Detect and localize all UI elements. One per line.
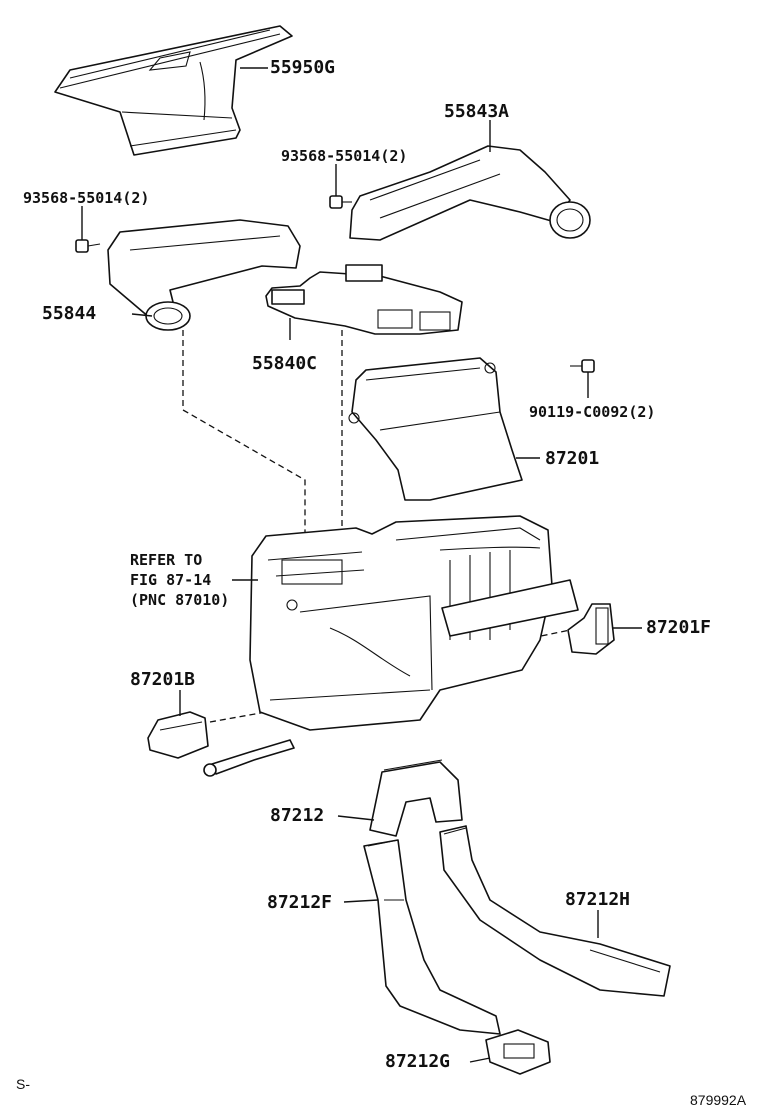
part-55843A-duct[interactable] (349, 145, 591, 241)
label-55950G[interactable]: 55950G (270, 57, 336, 78)
heater-unit-assembly (249, 515, 579, 731)
alignment-line-87201F (521, 629, 571, 641)
label-screw-right[interactable]: 90119-C0092(2) (529, 403, 656, 421)
screw-90119-right[interactable] (570, 359, 595, 373)
label-87212G[interactable]: 87212G (385, 1051, 451, 1072)
part-55840C-register-duct[interactable] (265, 264, 463, 335)
part-55950G-defroster-nozzle[interactable] (54, 25, 293, 156)
label-bolt-left[interactable]: 93568-55014(2) (23, 189, 150, 207)
label-87201F[interactable]: 87201F (646, 617, 712, 638)
alignment-line-55844 (182, 330, 306, 540)
label-87212[interactable]: 87212 (270, 805, 325, 826)
part-87201B-damper[interactable] (147, 711, 209, 759)
alignment-line-87201B (209, 705, 301, 723)
label-bolt-upper[interactable]: 93568-55014(2) (281, 147, 408, 165)
label-55840C[interactable]: 55840C (252, 353, 318, 374)
part-87212G-outlet[interactable] (485, 1029, 551, 1075)
bolt-93568-upper[interactable] (329, 195, 352, 209)
part-87201F-damper[interactable] (567, 603, 615, 655)
diagram-id: 879992A (690, 1092, 747, 1108)
part-87212H-duct[interactable] (439, 825, 671, 997)
label-87201B[interactable]: 87201B (130, 669, 196, 690)
footer-left-mark: S- (16, 1076, 30, 1092)
bolt-93568-left[interactable] (75, 239, 101, 253)
label-55843A[interactable]: 55843A (444, 101, 510, 122)
part-87212-duct[interactable] (369, 759, 463, 837)
refer-note: REFER TO FIG 87-14 (PNC 87010) (130, 551, 230, 609)
leader-87212F (343, 899, 379, 903)
part-87212F-duct[interactable] (363, 839, 501, 1035)
drain-hose (203, 739, 295, 777)
part-87201-duct[interactable] (348, 357, 523, 501)
label-55844[interactable]: 55844 (42, 303, 97, 324)
label-87201[interactable]: 87201 (545, 448, 600, 469)
label-87212F[interactable]: 87212F (267, 892, 333, 913)
leader-55844 (131, 313, 153, 317)
label-87212H[interactable]: 87212H (565, 889, 631, 910)
leader-87212G (469, 1057, 491, 1063)
leader-87212 (337, 815, 375, 821)
part-55844-duct[interactable] (107, 219, 301, 331)
